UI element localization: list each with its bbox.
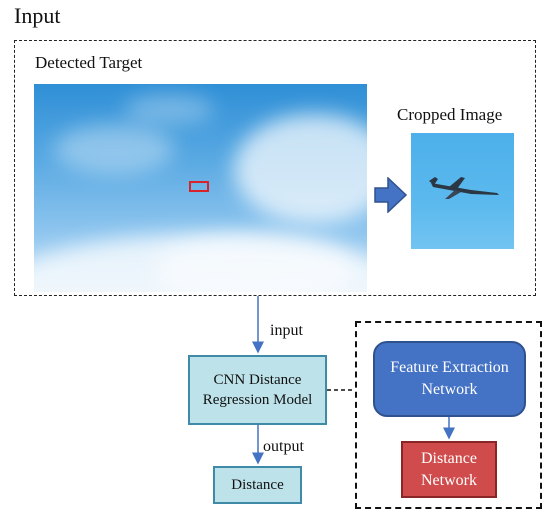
cnn-distance-regression-model: CNN Distance Regression Model: [188, 355, 327, 425]
distance-output-node: Distance: [213, 466, 302, 504]
cropped-image: [411, 133, 514, 249]
network-detail-frame: [355, 321, 542, 509]
input-arrow-label: input: [270, 322, 303, 339]
cropped-image-label: Cropped Image: [397, 105, 503, 124]
input-title: Input: [14, 3, 61, 28]
output-arrow-label: output: [263, 438, 304, 455]
crop-arrow-icon: [374, 177, 408, 213]
distance-network: Distance Network: [401, 441, 497, 498]
detected-target-image: [34, 84, 367, 292]
aircraft-icon: [429, 177, 499, 199]
detected-target-label: Detected Target: [35, 53, 143, 72]
input-group-frame: [14, 40, 536, 296]
detected-target-box: [189, 181, 209, 192]
feature-extraction-network: Feature Extraction Network: [373, 341, 526, 417]
